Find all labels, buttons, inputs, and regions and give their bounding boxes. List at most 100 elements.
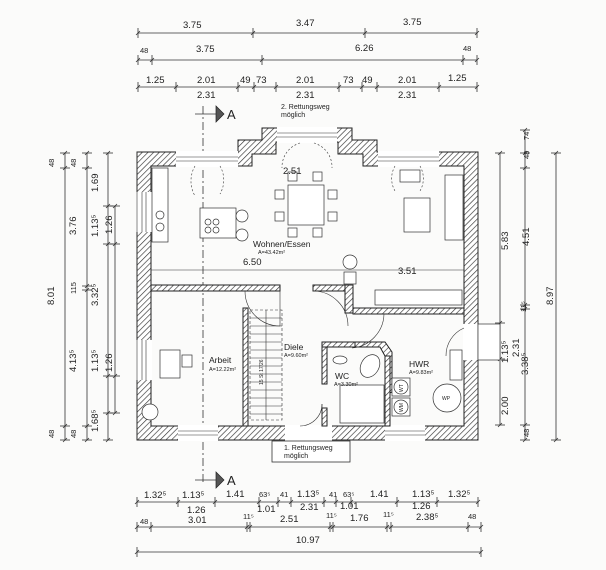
dimension-line <box>148 524 154 530</box>
dim-text: 10.97 <box>296 535 320 546</box>
dimension-lines <box>60 28 561 557</box>
appliance-wm: WM <box>399 403 405 412</box>
dimension-line <box>62 150 68 156</box>
dimension-line <box>134 499 140 505</box>
dimension-line <box>474 30 480 36</box>
dim-text: 63⁵ <box>259 490 270 499</box>
dimension-line <box>497 422 503 428</box>
dimension-line <box>105 150 111 156</box>
dim-text: 1.41 <box>370 489 389 500</box>
dimension-line <box>256 499 262 505</box>
dim-text: 2.01 <box>296 75 315 86</box>
dim-text: 1.26 <box>104 216 115 235</box>
interior-walls <box>150 269 465 427</box>
dimension-line <box>553 150 559 156</box>
dim-text: 2.31 <box>511 339 522 358</box>
dimension-line <box>112 373 118 379</box>
dimension-line <box>465 524 471 530</box>
dimension-line <box>135 57 141 63</box>
dim-text: 1.68⁵ <box>90 410 101 432</box>
dim-text: 1.13⁵ <box>90 215 101 237</box>
dimension-line <box>62 165 68 171</box>
dim-text: 49 <box>240 75 251 86</box>
dim-text: 41 <box>280 490 288 499</box>
dim-text: 3.32⁵ <box>90 284 101 306</box>
section-marker-top: A <box>195 105 236 123</box>
dim-text: 1.01 <box>257 504 276 515</box>
dim-text: 6.26 <box>355 43 374 54</box>
outer-walls <box>136 127 479 441</box>
dim-text: 3.75 <box>403 17 422 28</box>
dim-text: 1.41 <box>226 489 245 500</box>
room-area-diele: A=9.60m² <box>284 353 308 359</box>
room-name-wc: WC <box>335 371 349 381</box>
dimension-line <box>62 423 68 429</box>
dim-text: 3.75 <box>183 20 202 31</box>
dimension-line <box>259 57 265 63</box>
room-name-arbeit: Arbeit <box>209 355 232 365</box>
dimension-line <box>84 150 90 156</box>
dim-text: 3.75 <box>196 44 215 55</box>
bottom-dimensions: 1.32⁵ 1.13⁵ 1.41 63⁵ 41 1.13⁵ 41 63⁵ 1.4… <box>140 489 476 546</box>
dimension-line <box>394 499 400 505</box>
left-dimensions: 48 8.01 48 48 3.76 115 4.13⁵ 48 1.69 1.1… <box>46 159 115 438</box>
dim-text: 48 <box>69 430 78 438</box>
dim-text: 6.50 <box>243 257 262 268</box>
dim-text: 2.51 <box>283 166 302 177</box>
dimension-line <box>522 302 528 308</box>
dim-text: 2.01 <box>197 75 216 86</box>
room-area-arbeit: A=12.22m² <box>209 367 236 373</box>
dimension-line <box>175 499 181 505</box>
dim-text: 3.47 <box>296 18 315 29</box>
dim-text: 1.13⁵ <box>297 489 319 500</box>
escape-route-2-label: 2. Rettungsweg möglich <box>281 104 330 119</box>
dim-text: 11⁵ <box>383 510 394 519</box>
dim-text: 48 <box>463 44 471 53</box>
dimension-line <box>321 499 327 505</box>
dimension-line <box>522 306 528 312</box>
dim-text: 8.01 <box>46 287 57 306</box>
dim-text: 1.32⁵ <box>144 490 166 501</box>
dimension-line <box>388 524 394 530</box>
dimension-line <box>436 84 442 90</box>
dimension-line <box>135 84 141 90</box>
svg-text:1. Rettungsweg: 1. Rettungsweg <box>284 445 333 452</box>
dim-text: 3.76 <box>68 217 79 236</box>
dim-text: 11⁵ <box>326 511 337 520</box>
dim-text: 1.26 <box>187 505 206 516</box>
dim-text: 1.13⁵ <box>182 490 204 501</box>
svg-text:A: A <box>227 107 236 122</box>
room-area-hwr: A=9.83m² <box>409 370 433 376</box>
dimension-line <box>460 57 466 63</box>
dimension-line <box>474 84 480 90</box>
dimension-line <box>362 30 368 36</box>
dimension-line <box>497 150 503 156</box>
svg-text:2. Rettungsweg: 2. Rettungsweg <box>281 104 330 111</box>
dimension-line <box>105 203 111 209</box>
dim-text: 1.25 <box>146 75 165 86</box>
dim-text: 2.31 <box>300 502 319 513</box>
dim-text: 3.38⁵ <box>520 353 531 375</box>
room-area-wc: A=3.30m² <box>334 382 358 388</box>
dim-text: 48 <box>47 159 56 167</box>
dim-text: 73 <box>343 75 354 86</box>
room-name-wohnen: Wohnen/Essen <box>253 239 311 249</box>
dimension-line <box>330 524 336 530</box>
dim-text: 2.51 <box>280 514 299 525</box>
dimension-line <box>333 499 339 505</box>
dimension-line <box>384 524 390 530</box>
dimension-line <box>336 84 342 90</box>
room-name-diele: Diele <box>284 342 304 352</box>
dimension-line <box>478 549 484 555</box>
dim-text: 3.51 <box>398 266 417 277</box>
dimension-line <box>84 283 90 289</box>
dim-text: 2.01 <box>398 75 417 86</box>
dim-text: 4.51 <box>521 228 532 247</box>
room-name-hwr: HWR <box>409 359 429 369</box>
dim-text: 2.38⁵ <box>416 512 438 523</box>
dim-text: 1.01 <box>340 501 359 512</box>
dimension-line <box>84 437 90 443</box>
dimension-line <box>288 499 294 505</box>
dimension-line <box>478 524 484 530</box>
